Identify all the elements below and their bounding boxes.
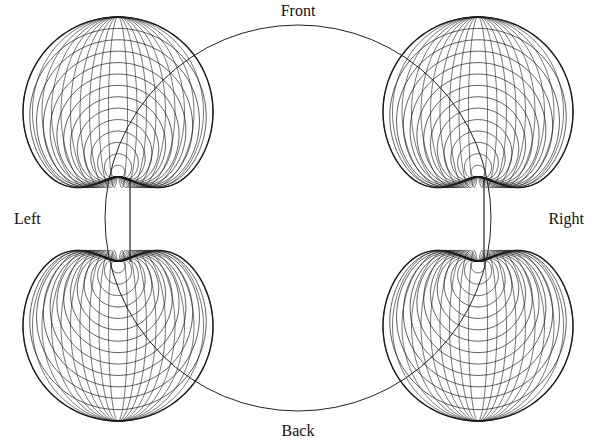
mesh-meridian	[99, 17, 137, 188]
mesh-ring	[43, 253, 192, 387]
array-circle	[105, 25, 491, 411]
direction-label: Back	[280, 422, 317, 440]
pattern-fill	[383, 17, 573, 188]
mesh-ring	[417, 74, 539, 184]
mesh-meridian	[402, 17, 554, 188]
mesh-meridian	[469, 17, 488, 188]
mesh-meridian	[42, 250, 194, 421]
mesh-meridian	[393, 17, 564, 188]
mesh-meridian	[450, 17, 507, 188]
mesh-ring	[431, 97, 526, 182]
pattern-fill	[383, 250, 573, 421]
mesh-meridian	[90, 17, 147, 188]
mesh-meridian	[469, 250, 488, 421]
mesh-ring	[390, 251, 566, 409]
mesh-meridian	[33, 250, 204, 421]
mesh-meridian	[431, 17, 526, 188]
mesh-ring	[104, 154, 131, 178]
polar-pattern	[23, 250, 213, 421]
mesh-meridian	[52, 250, 185, 421]
mesh-meridian	[421, 250, 535, 421]
mesh-ring	[71, 97, 166, 182]
pattern-fill	[23, 250, 213, 421]
mesh-ring	[84, 120, 152, 181]
mesh-ring	[390, 28, 566, 186]
polar-pattern	[383, 250, 573, 421]
mesh-ring	[410, 63, 546, 185]
mesh-meridian	[80, 17, 156, 188]
mesh-ring	[464, 154, 491, 178]
pattern-fill	[23, 17, 213, 188]
mesh-ring	[57, 74, 179, 184]
mesh-ring	[383, 250, 573, 421]
mesh-meridian	[71, 17, 166, 188]
mesh-meridian	[402, 250, 554, 421]
mesh-ring	[471, 165, 485, 177]
mesh-meridian	[431, 250, 526, 421]
mesh-ring	[431, 256, 526, 341]
mesh-ring	[23, 250, 213, 421]
mesh-meridian	[421, 17, 535, 188]
mesh-ring	[444, 120, 512, 181]
mesh-ring	[111, 165, 125, 177]
mesh-ring	[471, 261, 485, 273]
mesh-meridian	[23, 250, 213, 421]
polar-pattern	[23, 17, 213, 188]
mesh-meridian	[90, 250, 147, 421]
mesh-meridian	[440, 17, 516, 188]
mesh-ring	[43, 51, 192, 185]
mesh-meridian	[99, 250, 137, 421]
mesh-meridian	[23, 17, 213, 188]
mesh-ring	[57, 254, 179, 364]
mesh-meridian	[383, 250, 573, 421]
mesh-meridian	[459, 17, 497, 188]
mesh-meridian	[459, 250, 497, 421]
mesh-meridian	[393, 250, 564, 421]
mesh-meridian	[71, 250, 166, 421]
polar-pattern	[383, 17, 573, 188]
mesh-ring	[451, 131, 505, 180]
mesh-ring	[50, 254, 186, 376]
mesh-meridian	[52, 17, 185, 188]
mesh-ring	[91, 131, 145, 180]
mesh-ring	[50, 63, 186, 185]
mesh-meridian	[42, 17, 194, 188]
mesh-meridian	[383, 17, 573, 188]
mesh-meridian	[450, 250, 507, 421]
mesh-ring	[104, 260, 131, 284]
mesh-meridian	[61, 250, 175, 421]
left-axis-line	[129, 178, 130, 262]
direction-label: Right	[546, 210, 586, 228]
right-axis-line	[483, 178, 484, 262]
mesh-ring	[30, 28, 206, 186]
mesh-ring	[30, 251, 206, 409]
mesh-ring	[111, 261, 125, 273]
pattern-group	[23, 17, 573, 421]
mesh-ring	[383, 17, 573, 188]
mesh-ring	[410, 254, 546, 376]
mesh-meridian	[33, 17, 204, 188]
mesh-ring	[71, 256, 166, 341]
mesh-ring	[464, 260, 491, 284]
mesh-meridian	[109, 17, 128, 188]
mesh-ring	[451, 258, 505, 307]
mesh-ring	[403, 253, 552, 387]
direction-label: Left	[12, 210, 43, 228]
mesh-ring	[403, 51, 552, 185]
mesh-ring	[417, 254, 539, 364]
direction-label: Front	[279, 2, 318, 20]
mesh-meridian	[412, 17, 545, 188]
mesh-meridian	[412, 250, 545, 421]
mesh-meridian	[109, 250, 128, 421]
mesh-ring	[91, 258, 145, 307]
mesh-ring	[23, 17, 213, 188]
mesh-meridian	[61, 17, 175, 188]
